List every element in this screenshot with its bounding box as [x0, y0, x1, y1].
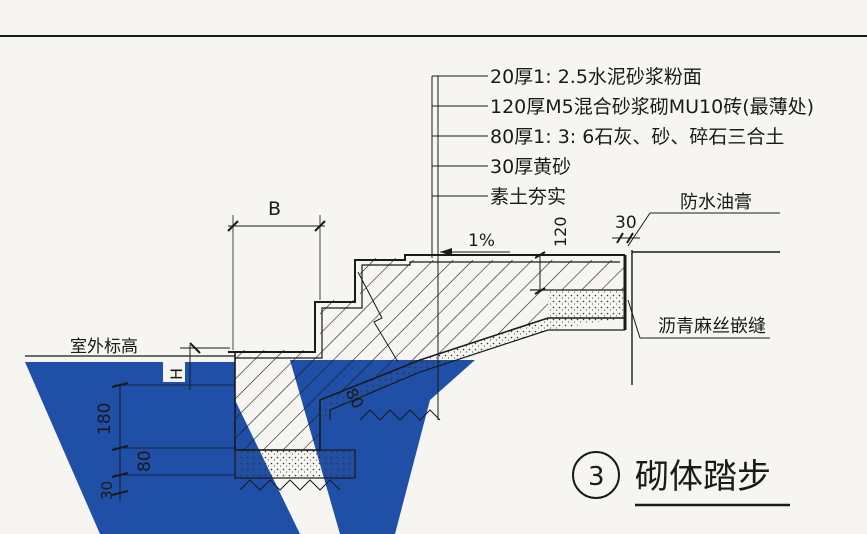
waterproof-label: 防水油膏: [680, 191, 752, 213]
foundation-layer: [235, 450, 355, 478]
dim-120: 120: [551, 216, 570, 247]
layer-label-2: 120厚M5混合砂浆砌MU10砖(最薄处): [490, 96, 814, 118]
layer-label-4: 30厚黄砂: [490, 156, 571, 178]
dim-30-top: 30: [615, 213, 637, 233]
dim-30-left: 30: [98, 481, 116, 500]
layer-label-1: 20厚1: 2.5水泥砂浆粉面: [490, 66, 702, 88]
detail-title: 砌体踏步: [635, 457, 771, 497]
dim-180: 180: [95, 403, 115, 435]
detail-number-circle: [572, 451, 620, 499]
layer-label-3: 80厚1: 3: 6石灰、砂、碎石三合土: [490, 126, 784, 148]
break-line: [357, 271, 399, 363]
gravel-outline: [329, 329, 625, 420]
dim-h: H: [167, 368, 186, 380]
brick-body: [235, 258, 625, 450]
asphalt-joint-label: 沥青麻丝嵌缝: [658, 316, 766, 337]
slope-label: 1%: [468, 231, 495, 251]
dim-b: B: [268, 198, 281, 220]
step-outline-inner: [235, 261, 620, 359]
soil-marks: [359, 409, 441, 421]
layer-label-5: 素土夯实: [490, 186, 566, 208]
soil-marks-2: [239, 479, 341, 491]
lime-sand-layer: [320, 290, 625, 420]
outdoor-elevation-label: 室外标高: [70, 337, 138, 357]
step-outline-outer: [228, 254, 625, 353]
detail-number: 3: [588, 462, 605, 492]
dim-80-left: 80: [135, 450, 155, 472]
